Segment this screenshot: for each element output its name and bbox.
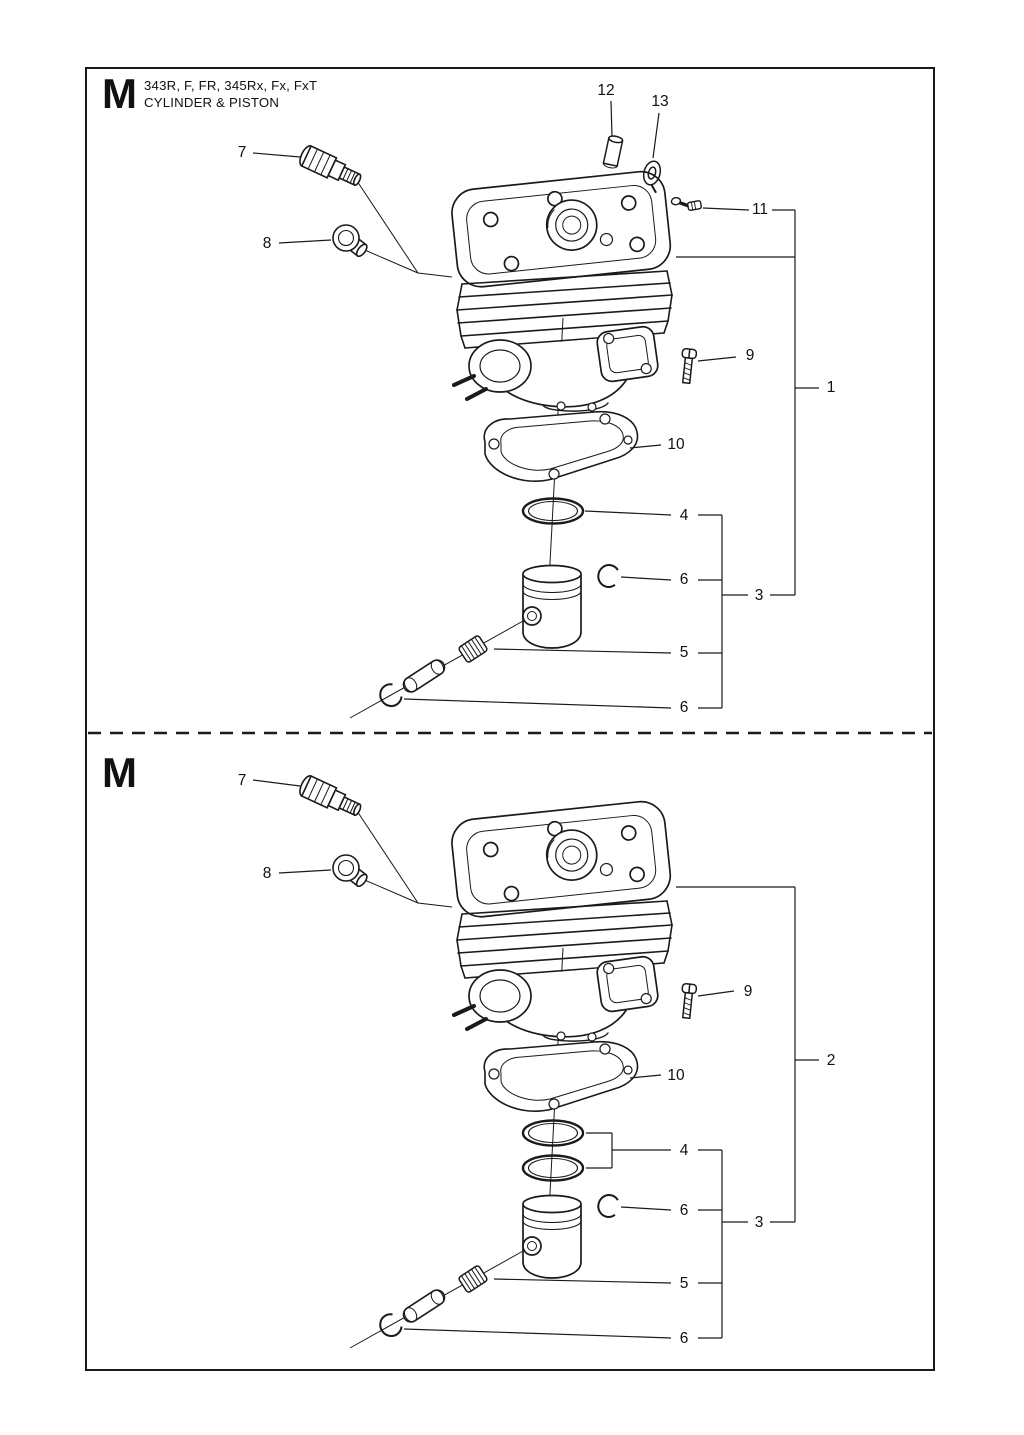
callout-4: 4 [680,507,689,524]
part-piston [522,564,582,649]
model-list: 343R, F, FR, 345Rx, Fx, FxT [144,78,317,93]
part-screw [678,347,698,385]
part-cylinder [447,797,675,1044]
callout-9: 9 [746,347,755,364]
callout-10: 10 [667,1067,685,1084]
callout-11: 11 [752,201,768,218]
part-cylinder [447,167,675,414]
callout-8: 8 [263,865,272,882]
callout-5: 5 [680,1275,689,1292]
callout-10: 10 [667,436,685,453]
callout-6: 6 [680,1330,689,1347]
callout-1: 1 [827,379,836,396]
callout-6: 6 [680,699,689,716]
callout-3: 3 [755,1214,764,1231]
bottom-callout-labels: 7 8 9 2 10 4 6 3 5 6 [238,772,836,1347]
bottom-callout-lines [252,779,819,1339]
callout-4: 4 [680,1142,689,1159]
part-circlip [594,561,621,590]
diagram-title: CYLINDER & PISTON [144,95,279,110]
callout-8: 8 [263,235,272,252]
callout-13: 13 [651,93,668,110]
callout-9: 9 [744,983,753,1000]
part-elbow-nipple [669,191,704,215]
part-piston [522,1194,582,1279]
callout-3: 3 [755,587,764,604]
part-plug [332,224,370,259]
bottom-section: M [102,749,836,1349]
drawing-border [85,67,935,1371]
section-letter-top: M [102,70,137,117]
top-callout-labels: 7 8 12 13 11 9 1 10 4 6 3 5 6 [238,82,836,716]
part-plug [332,854,370,889]
part-wrist-pin [399,1286,449,1326]
callout-7: 7 [238,144,247,161]
part-decompression-valve [296,773,365,822]
part-needle-bearing [457,1264,489,1294]
top-callout-lines [252,100,819,709]
callout-2: 2 [827,1052,836,1069]
section-letter-bottom: M [102,749,137,796]
callout-5: 5 [680,644,689,661]
top-section: 7 8 12 13 11 9 1 10 4 6 3 5 6 [238,82,836,719]
part-wrist-pin [399,656,449,696]
header: M 343R, F, FR, 345Rx, Fx, FxT CYLINDER &… [102,70,317,117]
callout-6: 6 [680,571,689,588]
part-needle-bearing [457,634,489,664]
part-sleeve [602,134,624,170]
part-decompression-valve [296,143,365,192]
part-circlip [594,1191,621,1220]
part-screw [678,982,698,1020]
callout-6: 6 [680,1202,689,1219]
callout-12: 12 [597,82,614,99]
part-cylinder-gasket [483,1040,639,1113]
callout-7: 7 [238,772,247,789]
part-cylinder-gasket [483,410,639,483]
part-piston-ring [521,1154,585,1182]
